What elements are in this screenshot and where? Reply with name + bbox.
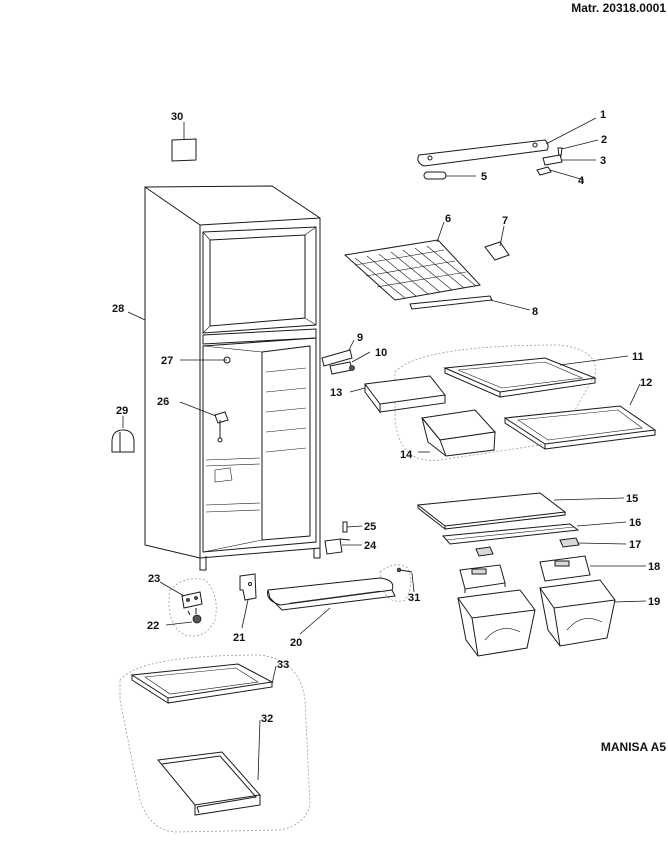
callout-25: 25 xyxy=(364,521,376,533)
part-10-pin xyxy=(329,361,355,375)
group-outline-shelves xyxy=(394,344,596,461)
callout-5: 5 xyxy=(481,171,487,183)
callout-32: 32 xyxy=(261,713,273,725)
callout-6: 6 xyxy=(445,213,451,225)
callout-8: 8 xyxy=(532,306,538,318)
callout-27: 27 xyxy=(161,355,173,367)
part-17-clip xyxy=(475,537,580,557)
callout-14: 14 xyxy=(400,449,413,461)
leader-lines xyxy=(122,117,647,781)
callout-33: 33 xyxy=(277,659,289,671)
callout-21: 21 xyxy=(233,632,245,644)
callout-17: 17 xyxy=(629,539,641,551)
part-19-bin xyxy=(457,579,616,657)
callout-9: 9 xyxy=(357,332,363,344)
callout-11: 11 xyxy=(632,351,644,363)
callout-16: 16 xyxy=(629,517,641,529)
part-22-nut xyxy=(187,608,202,624)
part-6-wire-shelf xyxy=(343,239,481,301)
part-16-profile xyxy=(441,523,580,545)
callout-31: 31 xyxy=(408,592,420,604)
part-30-label xyxy=(171,138,197,162)
part-1-top-cover xyxy=(417,139,549,167)
callout-19: 19 xyxy=(648,596,660,608)
callout-4: 4 xyxy=(578,175,585,187)
part-32-wire-frame xyxy=(157,751,261,816)
part-20-kickplate xyxy=(267,577,396,611)
part-13-tray-lid xyxy=(364,375,446,414)
part-28-cabinet xyxy=(144,185,321,571)
part-26-thermostat xyxy=(214,411,229,443)
callout-1: 1 xyxy=(600,109,606,121)
part-14-drawer xyxy=(421,409,497,457)
callout-26: 26 xyxy=(157,396,169,408)
group-outline-bottom xyxy=(119,654,311,833)
part-3-hinge xyxy=(542,154,563,166)
callout-28: 28 xyxy=(112,303,124,315)
callout-20: 20 xyxy=(290,637,302,649)
part-24-hinge-bracket xyxy=(324,538,351,555)
part-31-screw xyxy=(396,567,413,573)
callout-12: 12 xyxy=(640,377,652,389)
part-4-bushing xyxy=(536,166,552,176)
part-21-bracket xyxy=(239,573,257,601)
callout-30: 30 xyxy=(171,111,183,123)
callout-24: 24 xyxy=(364,540,377,552)
callout-13: 13 xyxy=(330,387,342,399)
part-23-hinge-plate xyxy=(181,591,203,609)
part-2-screw xyxy=(557,147,563,157)
group-outline-hinge xyxy=(168,578,217,637)
callout-numbers: 1 2 3 4 5 6 7 8 9 10 11 12 13 14 15 16 1… xyxy=(112,109,660,725)
callout-22: 22 xyxy=(147,620,159,632)
callout-15: 15 xyxy=(626,493,638,505)
part-7-clip xyxy=(484,241,510,261)
callout-10: 10 xyxy=(375,347,387,359)
part-5-cap xyxy=(423,171,447,180)
group-outline-bracket xyxy=(379,564,412,602)
part-11-glass-shelf xyxy=(443,357,597,398)
part-8-profile xyxy=(409,295,493,310)
part-33-shelf xyxy=(130,663,274,704)
part-25-pin xyxy=(342,521,348,533)
callout-3: 3 xyxy=(600,155,606,167)
callout-18: 18 xyxy=(648,561,660,573)
model-name: MANISA A5 xyxy=(600,740,666,754)
part-12-glass-shelf xyxy=(503,405,657,450)
part-15-glass-panel xyxy=(416,492,567,531)
callout-2: 2 xyxy=(601,134,607,146)
part-18-cover xyxy=(459,555,591,593)
callout-23: 23 xyxy=(148,573,160,585)
material-code: Matr. 20318.0001 xyxy=(571,1,666,15)
part-29-knob xyxy=(111,429,135,453)
callout-29: 29 xyxy=(116,405,128,417)
part-9-hinge xyxy=(321,349,353,367)
callout-7: 7 xyxy=(502,215,508,227)
